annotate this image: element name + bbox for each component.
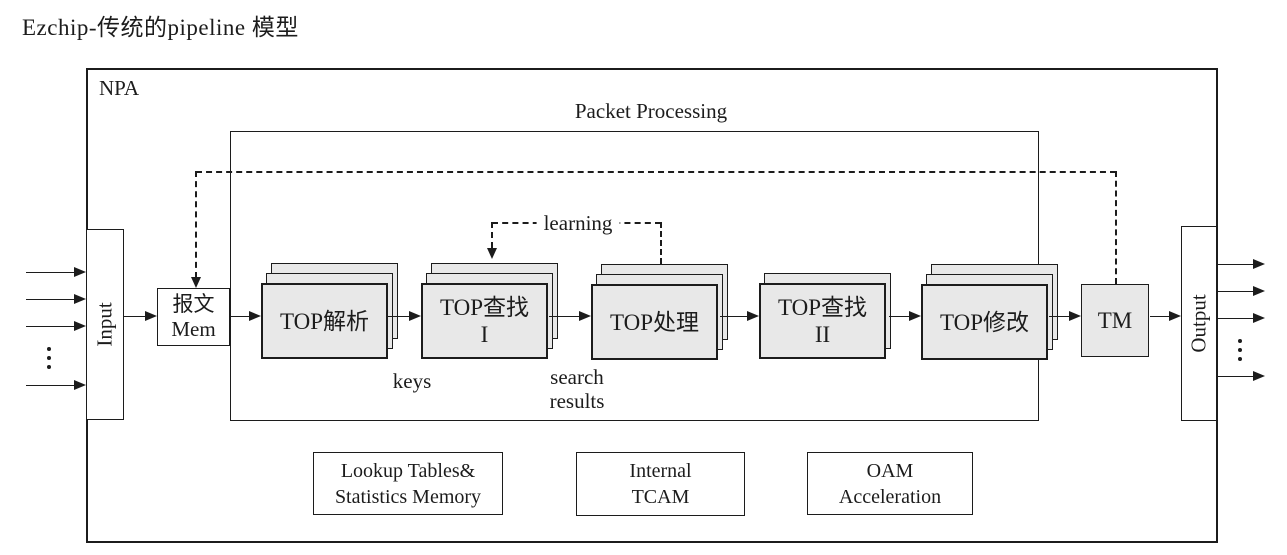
stage-box-front: TOP修改 [921,284,1048,360]
feedback-dashed-line-horizontal [196,171,1116,173]
flow-arrow-modify-to-tm [1049,311,1081,322]
output-ellipsis-dots [1238,339,1242,361]
flow-arrow-tm-to-output [1150,311,1181,322]
lookup-tables-box: Lookup Tables& Statistics Memory [313,452,503,515]
output-port-arrow-4 [1218,371,1265,382]
stage-top-process: TOP处理 [591,264,733,360]
packet-mem-box: 报文 Mem [157,288,230,346]
stage-label: TOP修改 [939,309,1030,335]
packet-mem-line2: Mem [171,317,216,341]
stage-top-modify: TOP修改 [921,264,1063,360]
stage-label: TOP查找 [777,295,868,320]
input-box: Input [86,229,124,420]
search-results-label: search results [550,365,605,413]
search-results-line1: search [550,365,604,389]
lookup-tables-line1: Lookup Tables& [340,459,476,482]
feedback-arrowhead [190,277,201,288]
keys-label: keys [392,369,432,393]
input-port-arrow-2 [26,294,86,305]
stage-label-line2: II [814,322,831,347]
stage-label-line2: I [480,322,489,347]
lookup-tables-line2: Statistics Memory [334,485,482,508]
stage-box-front: TOP处理 [591,284,718,360]
learning-arrowhead [486,248,497,259]
output-port-arrow-3 [1218,313,1265,324]
stage-box-front: TOP查找 I [421,283,548,359]
stage-top-lookup-2: TOP查找 II [759,263,901,359]
output-port-arrow-1 [1218,259,1265,270]
learning-dashed-line-right-vertical [660,222,662,264]
oam-acceleration-box: OAM Acceleration [807,452,973,515]
flow-arrow-lookup1-to-process [549,311,591,322]
stage-top-parse: TOP解析 [261,263,403,359]
learning-label: learning [536,211,620,236]
stage-box-front: TOP解析 [261,283,388,359]
flow-arrow-input-to-mem [124,311,157,322]
output-port-arrow-2 [1218,286,1265,297]
stage-top-lookup-1: TOP查找 I [421,263,563,359]
packet-processing-label: Packet Processing [574,99,728,123]
feedback-dashed-line-right-vertical [1115,171,1117,284]
input-port-arrow-1 [26,267,86,278]
output-label: Output [1186,294,1211,353]
input-label: Input [92,302,117,347]
oam-acceleration-line2: Acceleration [838,485,942,508]
stage-label: TOP查找 [439,295,530,320]
oam-acceleration-line1: OAM [866,459,914,482]
tm-box: TM [1081,284,1149,357]
npa-label: NPA [99,76,140,100]
flow-arrow-lookup2-to-modify [889,311,921,322]
learning-dashed-line-left-vertical [491,222,493,248]
feedback-dashed-line-left-vertical [195,171,197,278]
page-title: Ezchip-传统的pipeline 模型 [22,15,299,40]
input-port-arrow-4 [26,380,86,391]
input-port-arrow-3 [26,321,86,332]
packet-mem-line1: 报文 [172,292,215,316]
flow-arrow-mem-to-parse [231,311,261,322]
search-results-line2: results [549,389,605,413]
output-box: Output [1181,226,1217,421]
stage-label: TOP解析 [279,308,370,334]
stage-label: TOP处理 [609,309,700,335]
stage-box-front: TOP查找 II [759,283,886,359]
flow-arrow-process-to-lookup2 [720,311,759,322]
flow-arrow-parse-to-lookup1 [388,311,421,322]
input-ellipsis-dots [47,347,51,369]
tm-label: TM [1097,307,1133,333]
internal-tcam-line2: TCAM [631,486,690,508]
internal-tcam-box: Internal TCAM [576,452,745,516]
internal-tcam-line1: Internal [629,460,692,482]
